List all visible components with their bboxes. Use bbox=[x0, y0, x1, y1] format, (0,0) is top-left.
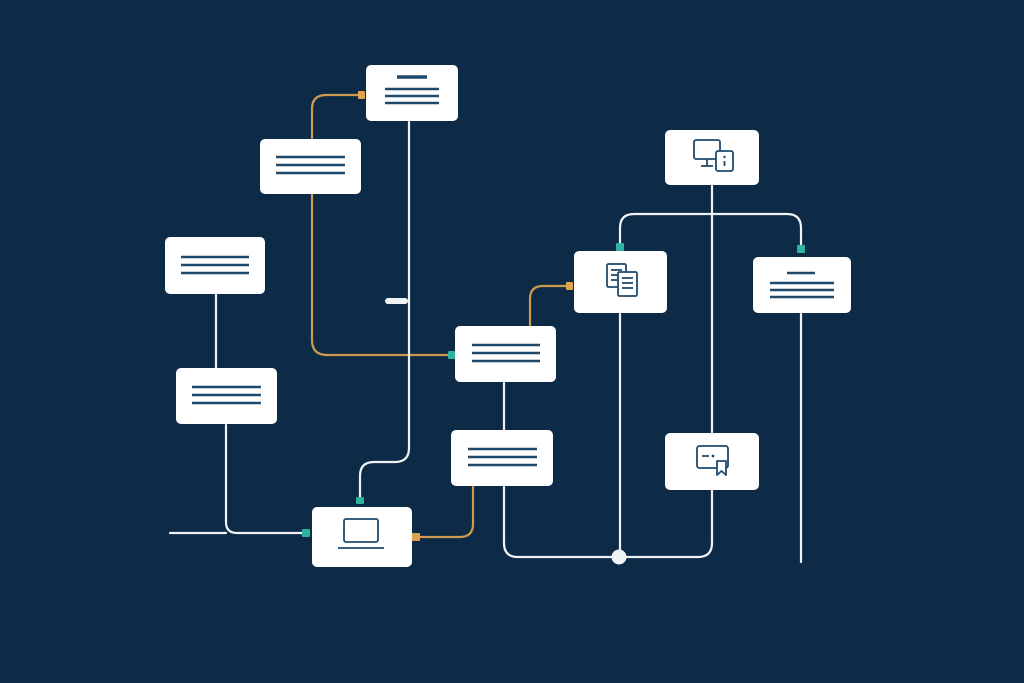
port-right-doc-top-in bbox=[797, 245, 805, 253]
node-doc-center-lower[interactable] bbox=[451, 430, 553, 486]
document-lines-icon bbox=[181, 255, 249, 275]
node-doc-left-upper[interactable] bbox=[260, 139, 361, 194]
connector-laptop-to-center-lower bbox=[414, 485, 475, 539]
laptop-icon bbox=[338, 518, 384, 549]
node-doc-left-lower[interactable] bbox=[176, 368, 277, 424]
document-lines-icon bbox=[385, 75, 439, 105]
connector-left-upper-to-center bbox=[310, 192, 454, 357]
connector-left-lower-to-laptop bbox=[224, 423, 307, 535]
document-lines-icon bbox=[276, 155, 345, 175]
node-certificate[interactable] bbox=[665, 433, 759, 490]
connector-top-to-laptop bbox=[358, 120, 411, 502]
connector-center-to-copy bbox=[528, 284, 572, 327]
connector-center-lower-to-junction bbox=[502, 485, 714, 559]
node-copy-docs[interactable] bbox=[574, 251, 667, 313]
port-laptop-right-out bbox=[412, 533, 420, 541]
copy-documents-icon bbox=[606, 263, 638, 297]
document-lines-icon bbox=[192, 385, 261, 405]
document-lines-icon bbox=[472, 343, 540, 363]
document-lines-icon bbox=[770, 271, 834, 299]
connector-monitor-branch bbox=[618, 212, 803, 252]
node-monitor-device[interactable] bbox=[665, 130, 759, 185]
port-center-left-in bbox=[448, 351, 455, 359]
node-doc-right[interactable] bbox=[753, 257, 851, 313]
connector-top-to-left-upper bbox=[310, 93, 364, 140]
port-copy-left-in bbox=[566, 282, 573, 290]
node-doc-center[interactable] bbox=[455, 326, 556, 382]
port-laptop-top-in bbox=[356, 497, 364, 504]
port-laptop-left-in bbox=[302, 529, 310, 537]
port-top-left-in bbox=[358, 91, 365, 99]
node-doc-top[interactable] bbox=[366, 65, 458, 121]
monitor-device-icon bbox=[693, 139, 734, 172]
junction-node bbox=[611, 549, 627, 565]
document-lines-icon bbox=[468, 447, 537, 467]
node-doc-left-mid[interactable] bbox=[165, 237, 265, 294]
certificate-icon bbox=[696, 445, 729, 476]
port-copy-top-in bbox=[616, 243, 624, 251]
node-laptop[interactable] bbox=[312, 507, 412, 567]
